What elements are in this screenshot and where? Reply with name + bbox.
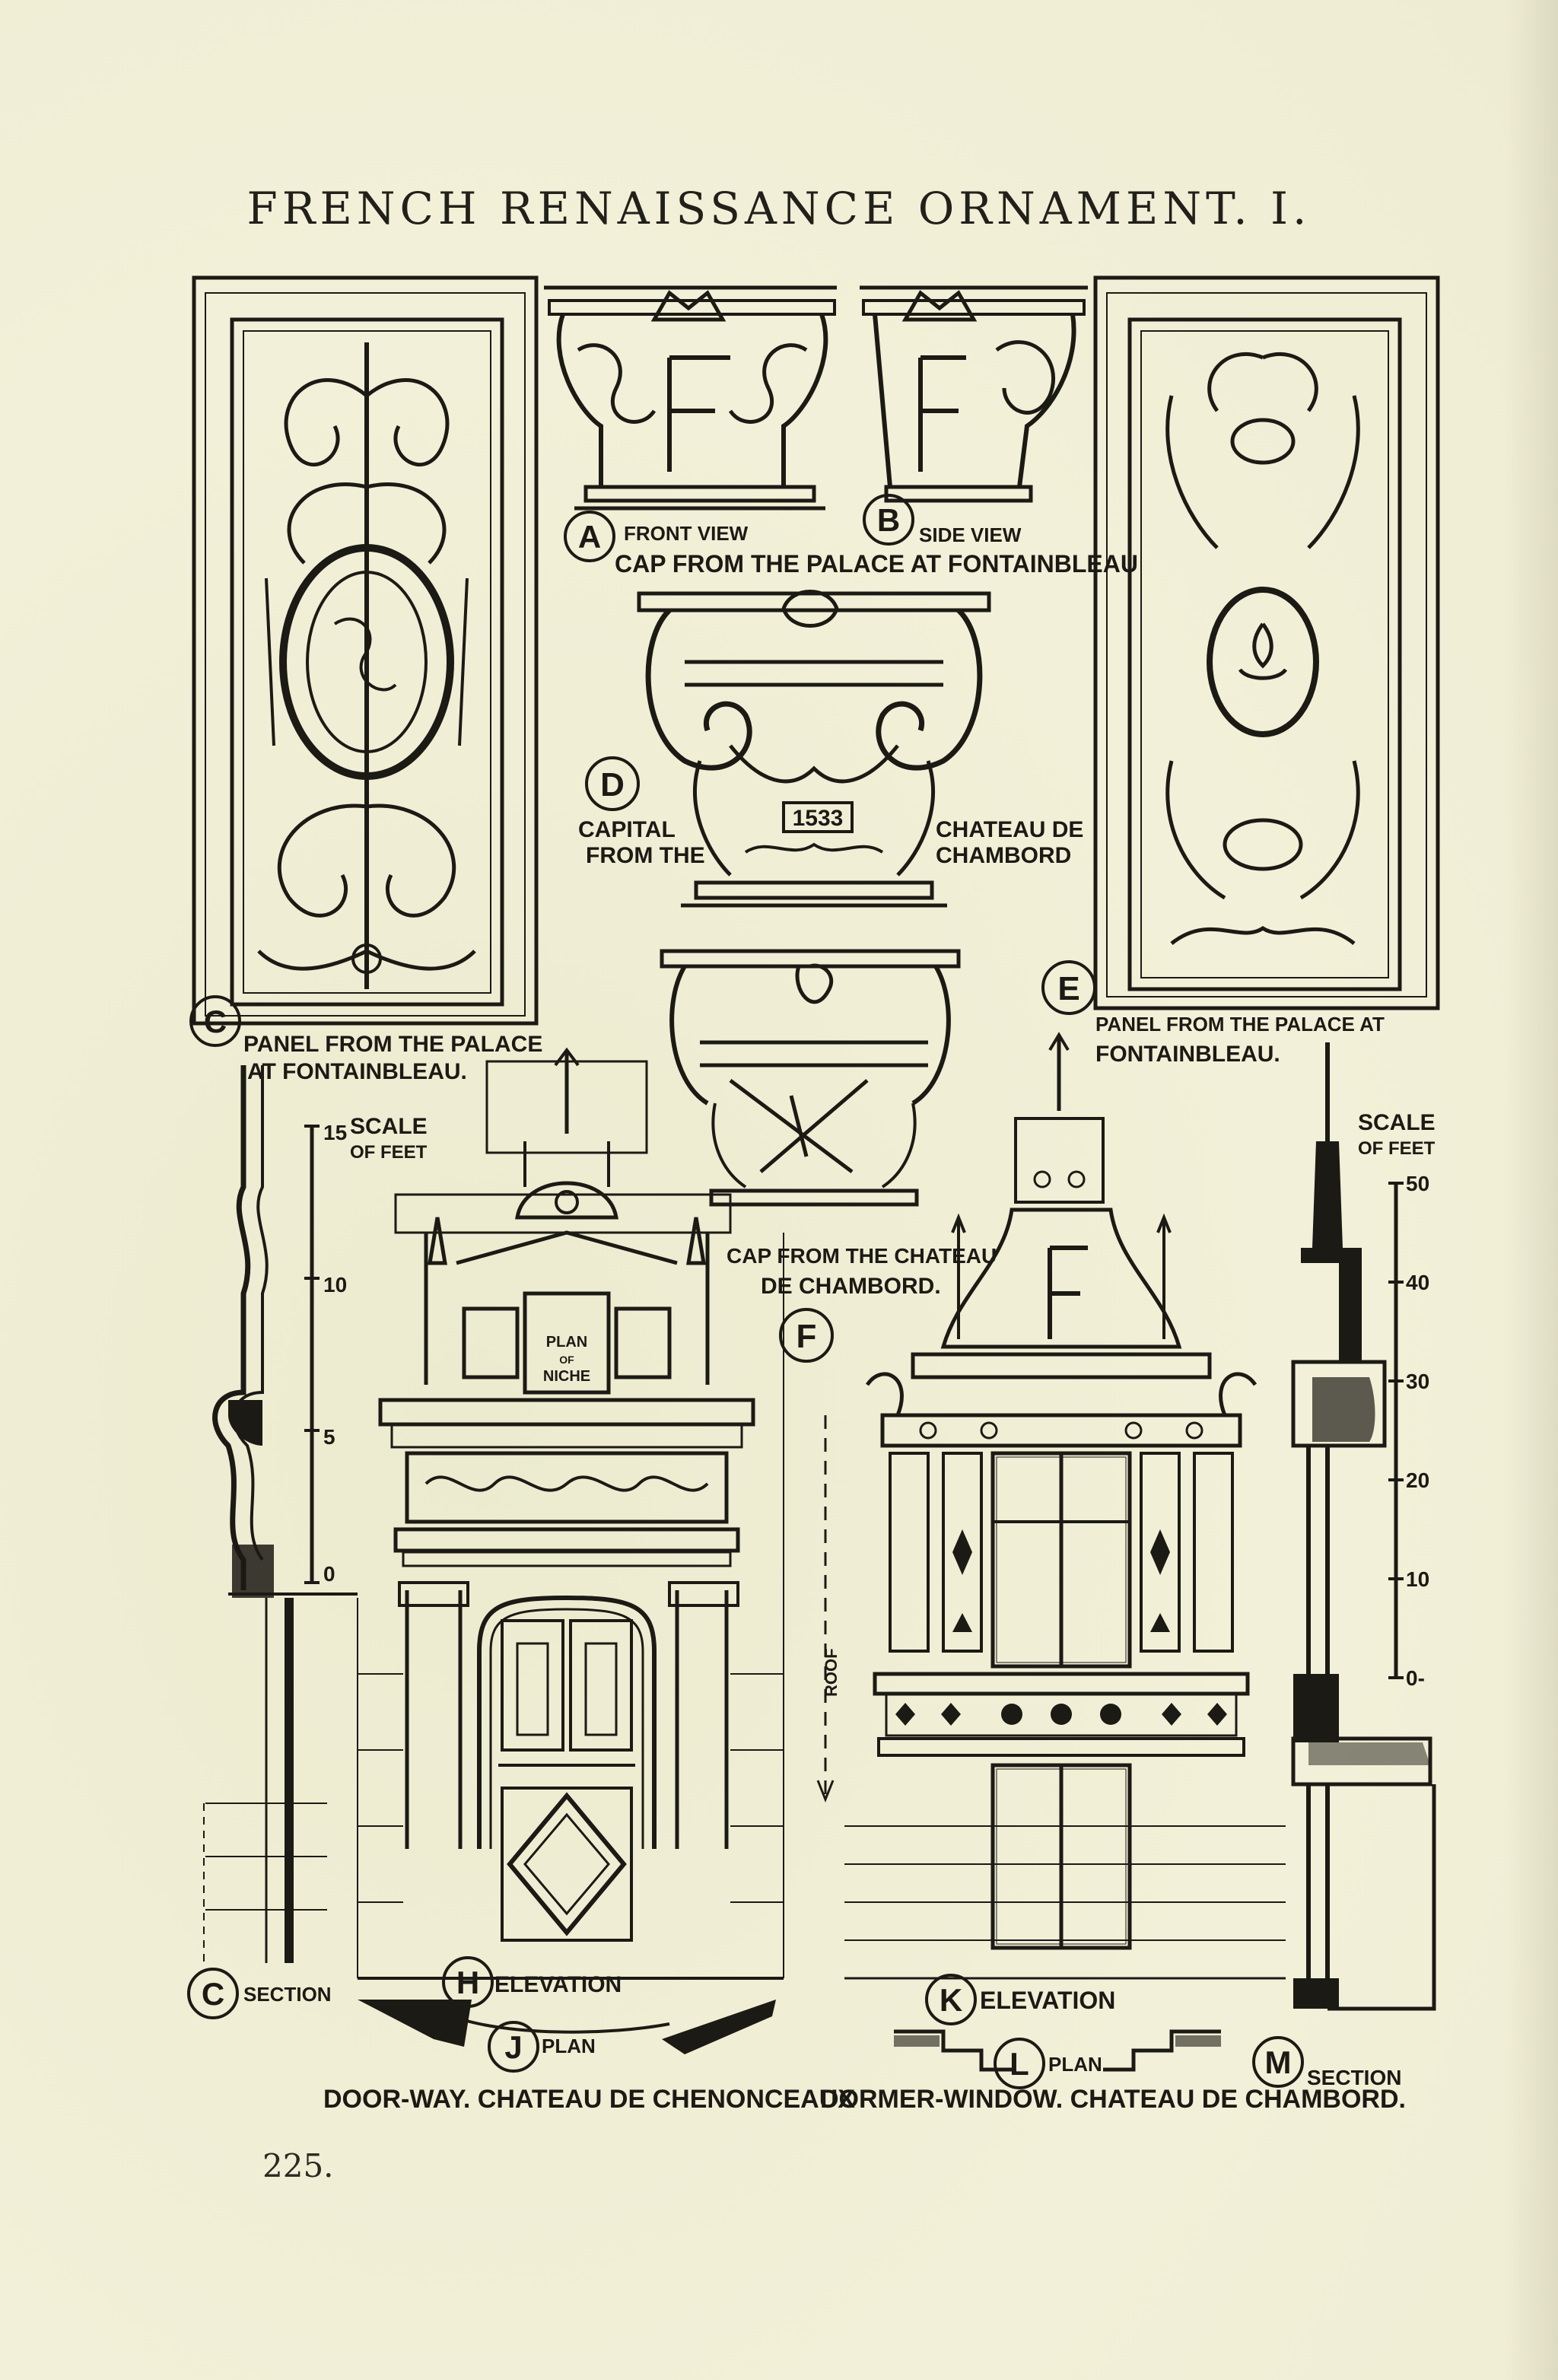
dormer-scale-bar: SCALE OF FEET 50 40 30 20 10 0-: [1358, 1110, 1436, 1690]
figure-letter-l: L: [994, 2038, 1045, 2089]
caption-m-section: SECTION: [1307, 2066, 1401, 2089]
figure-letter-k: K: [925, 1974, 977, 2025]
dormer-scale-tick-30: 30: [1406, 1370, 1429, 1393]
dormer-plan-l-drawing: [894, 2029, 1221, 2072]
caption-c-line2: AT FONTAINBLEAU.: [247, 1059, 467, 1084]
dormer-scale-tick-0: 0-: [1406, 1666, 1425, 1690]
caption-b-side-view: SIDE VIEW: [919, 523, 1022, 546]
cap-b-drawing: [860, 285, 1088, 503]
caption-a-front-view: FRONT VIEW: [624, 522, 749, 545]
dormer-scale-title-1: SCALE: [1358, 1110, 1436, 1135]
figure-letter-e: E: [1041, 960, 1096, 1015]
svg-text:F: F: [796, 1318, 817, 1355]
caption-d-capital: CAPITAL: [578, 817, 676, 842]
svg-text:A: A: [578, 519, 601, 555]
caption-ab-cap-fontainbleau: CAP FROM THE PALACE AT FONTAINBLEAU: [615, 550, 1138, 578]
doorway-scale-tick-15: 15: [323, 1121, 347, 1144]
dormer-scale-title-2: OF FEET: [1358, 1138, 1436, 1159]
svg-text:J: J: [504, 2029, 522, 2065]
caption-d-chateau-de: CHATEAU DE: [936, 817, 1083, 842]
capital-d-drawing: 1533: [637, 590, 991, 908]
caption-j-plan: PLAN: [542, 2035, 596, 2057]
figure-letter-a: A: [564, 511, 615, 562]
caption-f-line2: DE CHAMBORD.: [761, 1274, 941, 1299]
dormer-scale-tick-10: 10: [1406, 1567, 1429, 1591]
figure-letter-m: M: [1252, 2036, 1304, 2088]
figure-letter-c-section: C: [187, 1968, 239, 2019]
dormer-scale-tick-50: 50: [1406, 1172, 1429, 1195]
svg-text:M: M: [1265, 2044, 1292, 2080]
svg-text:L: L: [1010, 2046, 1029, 2082]
capital-d-date: 1533: [793, 806, 844, 831]
doorway-scale-bar: SCALE OF FEET 15 10 5 0: [304, 1114, 428, 1586]
panel-e-drawing: [1093, 275, 1440, 1010]
svg-text:K: K: [940, 1982, 962, 2018]
figure-letter-c: C: [189, 995, 241, 1047]
caption-h-elevation: ELEVATION: [494, 1972, 622, 1997]
doorway-plan-j-drawing: [358, 2000, 776, 2054]
doorway-scale-tick-10: 10: [323, 1273, 347, 1297]
caption-e-line1: PANEL FROM THE PALACE AT: [1095, 1013, 1385, 1036]
doorway-scale-title-2: OF FEET: [350, 1142, 428, 1163]
niche-label-plan: PLAN: [546, 1334, 587, 1351]
dormer-scale-tick-40: 40: [1406, 1271, 1429, 1294]
figure-letter-h: H: [442, 1956, 494, 2008]
caption-f-line1: CAP FROM THE CHATEAU: [727, 1244, 997, 1268]
svg-text:H: H: [456, 1965, 479, 2000]
svg-text:C: C: [202, 1976, 224, 2012]
cap-a-drawing: [544, 285, 837, 511]
doorway-scale-title-1: SCALE: [350, 1114, 428, 1139]
figure-letter-d: D: [585, 756, 640, 811]
svg-text:B: B: [877, 502, 900, 538]
caption-hj-doorway: DOOR-WAY. CHATEAU DE CHENONCEAUX: [323, 2085, 855, 2114]
section-m-drawing: [1291, 1042, 1436, 2011]
page-number: 225.: [262, 2147, 334, 2184]
svg-text:C: C: [204, 1004, 227, 1039]
figure-letter-j: J: [488, 2021, 539, 2073]
cap-f-drawing: [660, 949, 961, 1207]
section-c-drawing: [203, 1065, 358, 1963]
caption-d-chambord: CHAMBORD: [936, 843, 1071, 868]
dormer-scale-tick-20: 20: [1406, 1468, 1429, 1492]
svg-text:E: E: [1057, 970, 1079, 1007]
figure-letter-b: B: [863, 494, 914, 546]
dormer-k-drawing: ROOF: [816, 1032, 1286, 1980]
caption-klm-dormer: DORMER-WINDOW. CHATEAU DE CHAMBORD.: [820, 2085, 1406, 2114]
caption-c-line1: PANEL FROM THE PALACE: [243, 1032, 542, 1057]
roof-label: ROOF: [822, 1648, 841, 1697]
caption-k-elevation: ELEVATION: [980, 1987, 1115, 2014]
panel-c-drawing: [192, 275, 539, 1026]
caption-d-from-the: FROM THE: [586, 843, 705, 868]
svg-text:D: D: [600, 766, 625, 803]
caption-l-plan: PLAN: [1048, 2053, 1102, 2076]
niche-label-of: OF: [559, 1354, 574, 1366]
page-edge-shadow: [1505, 0, 1558, 2380]
caption-c-section: SECTION: [243, 1983, 332, 2006]
doorway-h-drawing: PLAN OF NICHE: [357, 1047, 784, 1980]
page-title: FRENCH RENAISSANCE ORNAMENT. I.: [246, 183, 1312, 234]
niche-label-niche: NICHE: [543, 1368, 590, 1385]
doorway-scale-tick-0: 0: [323, 1562, 335, 1586]
caption-e-line2: FONTAINBLEAU.: [1095, 1042, 1280, 1067]
figure-letter-f: F: [779, 1308, 834, 1363]
doorway-scale-tick-5: 5: [323, 1425, 335, 1449]
